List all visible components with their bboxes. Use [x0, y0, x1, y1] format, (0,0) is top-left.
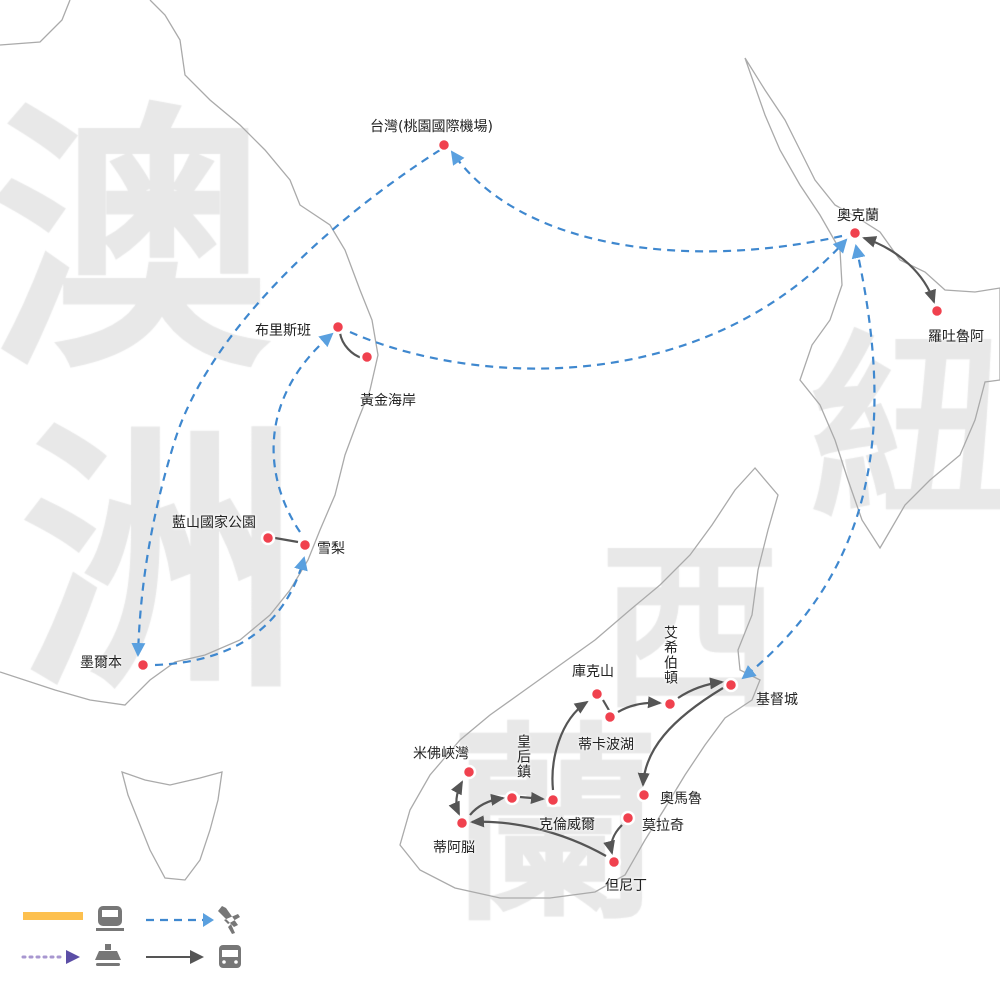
- route-auckland-taiwan: [450, 150, 843, 253]
- route-tekapo-ashburton: [617, 696, 662, 713]
- city-marker-dunedin: [606, 854, 622, 870]
- route-ashburton-christchurch: [677, 677, 724, 699]
- legend: [21, 906, 241, 968]
- route-christchurch-oamaru: [637, 687, 724, 787]
- label-auckland: 奧克蘭: [837, 208, 879, 224]
- route-moeraki-dunedin: [603, 824, 623, 855]
- route-taiwan-melbourne: [131, 149, 441, 657]
- legend-bus-arrow: [190, 950, 204, 964]
- route-teanau-queenstown: [469, 793, 505, 816]
- legend-flight-arrow: [203, 913, 214, 927]
- north-island-coast: [744, 57, 1000, 550]
- label-oamaru: 奧馬魯: [660, 791, 702, 807]
- label-queenstown: 皇后鎮: [515, 734, 531, 779]
- city-marker-moeraki: [620, 810, 636, 826]
- label-ashburton: 艾希伯頓: [662, 625, 678, 685]
- legend-train-line: [23, 912, 83, 920]
- city-marker-oamaru: [636, 787, 652, 803]
- city-marker-gold-coast: [359, 349, 375, 365]
- train-icon: [96, 906, 124, 931]
- city-marker-mount-cook: [589, 686, 605, 702]
- bus-routes: [274, 236, 936, 857]
- label-rotorua: 羅吐魯阿: [928, 329, 984, 345]
- route-queenstown-cromwell: [519, 791, 545, 804]
- label-taiwan: 台灣(桃園國際機場): [370, 119, 493, 135]
- ship-icon: [95, 944, 121, 966]
- city-marker-ashburton: [662, 696, 678, 712]
- city-marker-te-anau: [454, 815, 470, 831]
- label-te-anau: 蒂阿脳: [433, 840, 475, 856]
- city-marker-brisbane: [330, 319, 346, 335]
- label-cromwell: 克倫威爾: [539, 817, 595, 833]
- city-marker-cromwell: [545, 792, 561, 808]
- route-auckland-rotorua: [862, 236, 936, 304]
- city-marker-rotorua: [929, 303, 945, 319]
- label-christchurch: 基督城: [756, 692, 798, 708]
- flight-routes: [131, 149, 876, 680]
- airplane-icon: [218, 906, 240, 934]
- city-marker-christchurch: [723, 677, 739, 693]
- city-markers: [135, 137, 945, 870]
- route-auckland-christchurch: [741, 244, 876, 680]
- route-milford-teanau: [448, 780, 463, 816]
- route-bluemountains-sydney: [274, 536, 299, 544]
- city-marker-queenstown: [504, 790, 520, 806]
- label-brisbane: 布里斯班: [255, 323, 311, 339]
- south-island-coast: [399, 467, 779, 899]
- route-brisbane-auckland: [349, 238, 848, 370]
- city-marker-lake-tekapo: [602, 709, 618, 725]
- route-melbourne-sydney: [154, 556, 308, 667]
- city-marker-blue-mountains: [260, 530, 276, 546]
- label-gold-coast: 黃金海岸: [360, 393, 416, 409]
- city-marker-milford-sound: [461, 764, 477, 780]
- route-cromwell-mtcook: [551, 700, 589, 791]
- legend-ship-arrow: [66, 950, 80, 964]
- city-marker-melbourne: [135, 657, 151, 673]
- coastlines: [0, 0, 1000, 899]
- label-melbourne: 墨爾本: [80, 655, 122, 671]
- route-dunedin-teanau: [470, 815, 607, 857]
- label-sydney: 雪梨: [317, 541, 345, 557]
- city-marker-sydney: [297, 537, 313, 553]
- tasmania-coast: [121, 770, 223, 881]
- label-mount-cook: 庫克山: [572, 664, 614, 680]
- label-milford-sound: 米佛峽灣: [413, 746, 469, 762]
- australia-coast: [0, 0, 379, 706]
- label-dunedin: 但尼丁: [605, 878, 647, 894]
- route-sydney-brisbane: [272, 332, 334, 533]
- city-marker-taiwan: [436, 137, 452, 153]
- label-lake-tekapo: 蒂卡波湖: [578, 737, 634, 753]
- label-blue-mountains: 藍山國家公園: [172, 515, 256, 531]
- city-marker-auckland: [847, 225, 863, 241]
- bus-icon: [219, 945, 241, 968]
- label-moeraki: 莫拉奇: [642, 818, 684, 834]
- route-brisbane-goldcoast: [338, 332, 363, 360]
